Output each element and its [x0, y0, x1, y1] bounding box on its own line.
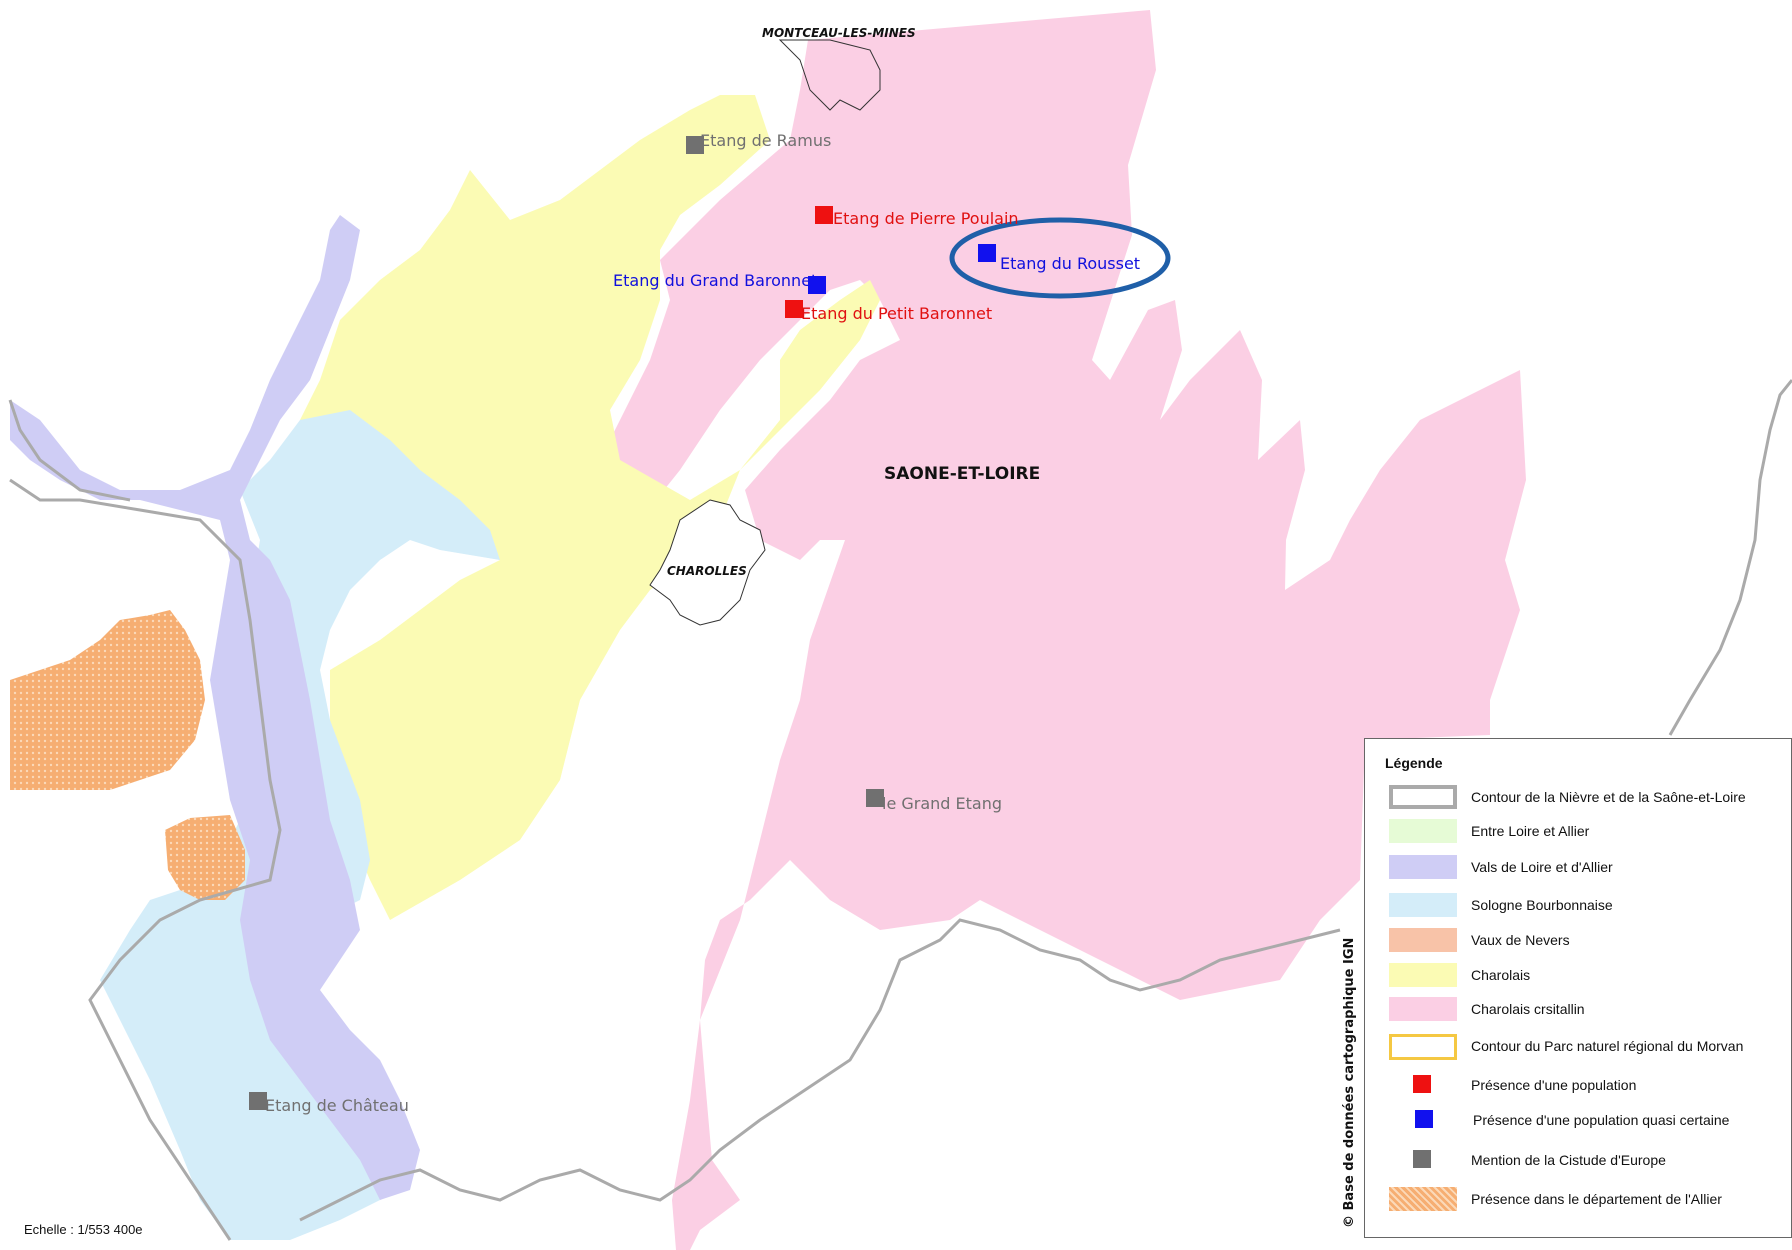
department-contour-west — [8, 399, 131, 502]
site-marker-grand-baronnet — [808, 276, 826, 294]
yellow-swatch-icon — [1389, 963, 1457, 987]
city-label-montceau: MONTCEAU-LES-MINES — [762, 26, 916, 40]
site-marker-grand-etang — [866, 789, 884, 807]
site-marker-rousset — [978, 244, 996, 262]
region-allier-presence-2 — [165, 815, 245, 900]
pink-swatch-icon — [1389, 997, 1457, 1021]
region-allier-presence — [10, 610, 205, 790]
highlight-ellipse — [949, 217, 1171, 299]
blue-square-marker-icon — [1415, 1110, 1433, 1128]
legend-item: Entre Loire et Allier — [1365, 817, 1792, 845]
legend-item: Mention de la Cistude d'Europe — [1365, 1146, 1792, 1174]
site-marker-ramus — [686, 136, 704, 154]
legend-item: Présence d'une population quasi certaine — [1365, 1106, 1792, 1134]
legend-title: Légende — [1385, 755, 1443, 771]
department-contour-east — [1668, 379, 1792, 736]
legend-item-label: Présence d'une population — [1471, 1077, 1637, 1093]
orange-dotted-swatch-icon — [1389, 1187, 1457, 1211]
city-label-charolles: CHAROLLES — [667, 564, 747, 578]
site-marker-chateau — [249, 1092, 267, 1110]
legend-item: Vaux de Nevers — [1365, 926, 1792, 954]
legend-item: Charolais crsitallin — [1365, 995, 1792, 1023]
legend-item: Sologne Bourbonnaise — [1365, 891, 1792, 919]
legend-item-label: Contour du Parc naturel régional du Morv… — [1471, 1038, 1744, 1054]
department-contour-south — [299, 918, 1341, 1222]
site-label-pierre-poulain: Etang de Pierre Poulain — [833, 209, 1019, 228]
legend-item: Charolais — [1365, 961, 1792, 989]
light-green-swatch-icon — [1389, 819, 1457, 843]
legend-item-label: Sologne Bourbonnaise — [1471, 897, 1613, 913]
department-label: SAONE-ET-LOIRE — [884, 464, 1041, 484]
legend-item: Vals de Loire et d'Allier — [1365, 853, 1792, 881]
light-blue-swatch-icon — [1389, 893, 1457, 917]
red-square-marker-icon — [1413, 1075, 1431, 1093]
legend-item: Présence d'une population — [1365, 1071, 1792, 1099]
region-charolais — [300, 95, 880, 920]
legend-item-label: Contour de la Nièvre et de la Saône-et-L… — [1471, 789, 1746, 805]
site-label-rousset: Etang du Rousset — [1000, 254, 1141, 273]
legend-item-label: Charolais — [1471, 967, 1531, 983]
legend-item-label: Vaux de Nevers — [1471, 932, 1570, 948]
legend-item-label: Mention de la Cistude d'Europe — [1471, 1152, 1666, 1168]
region-vals-loire-allier — [10, 215, 420, 1200]
commune-outline-charolles — [649, 499, 766, 626]
legend-panel: Légende Contour de la Nièvre et de la Sa… — [1364, 738, 1792, 1238]
site-label-petit-baronnet: Etang du Petit Baronnet — [801, 304, 993, 323]
site-label-grand-baronnet: Etang du Grand Baronnet — [613, 271, 818, 290]
site-marker-petit-baronnet — [785, 300, 803, 318]
legend-item: Contour du Parc naturel régional du Morv… — [1365, 1032, 1792, 1060]
legend-item-label: Vals de Loire et d'Allier — [1471, 859, 1613, 875]
grey-square-marker-icon — [1413, 1150, 1431, 1168]
legend-item-label: Charolais crsitallin — [1471, 1001, 1585, 1017]
legend-item-label: Présence dans le département de l'Allier — [1471, 1191, 1722, 1207]
salmon-swatch-icon — [1389, 928, 1457, 952]
department-contour — [9, 478, 282, 1241]
legend-item: Présence dans le département de l'Allier — [1365, 1185, 1792, 1213]
site-label-chateau: Etang de Château — [265, 1096, 409, 1115]
site-label-ramus: Etang de Ramus — [700, 131, 832, 150]
site-label-grand-etang: le Grand Etang — [882, 794, 1003, 813]
legend-item: Contour de la Nièvre et de la Saône-et-L… — [1365, 783, 1792, 811]
grey-outline-swatch-icon — [1389, 785, 1457, 809]
site-marker-pierre-poulain — [815, 206, 833, 224]
legend-item-label: Entre Loire et Allier — [1471, 823, 1590, 839]
copyright-text: © Base de données cartographique IGN — [1342, 937, 1357, 1228]
orange-outline-swatch-icon — [1389, 1034, 1457, 1060]
lavender-swatch-icon — [1389, 855, 1457, 879]
scale-text: Echelle : 1/553 400e — [24, 1222, 143, 1237]
commune-outline-montceau — [778, 39, 881, 111]
legend-item-label: Présence d'une population quasi certaine — [1473, 1112, 1730, 1128]
